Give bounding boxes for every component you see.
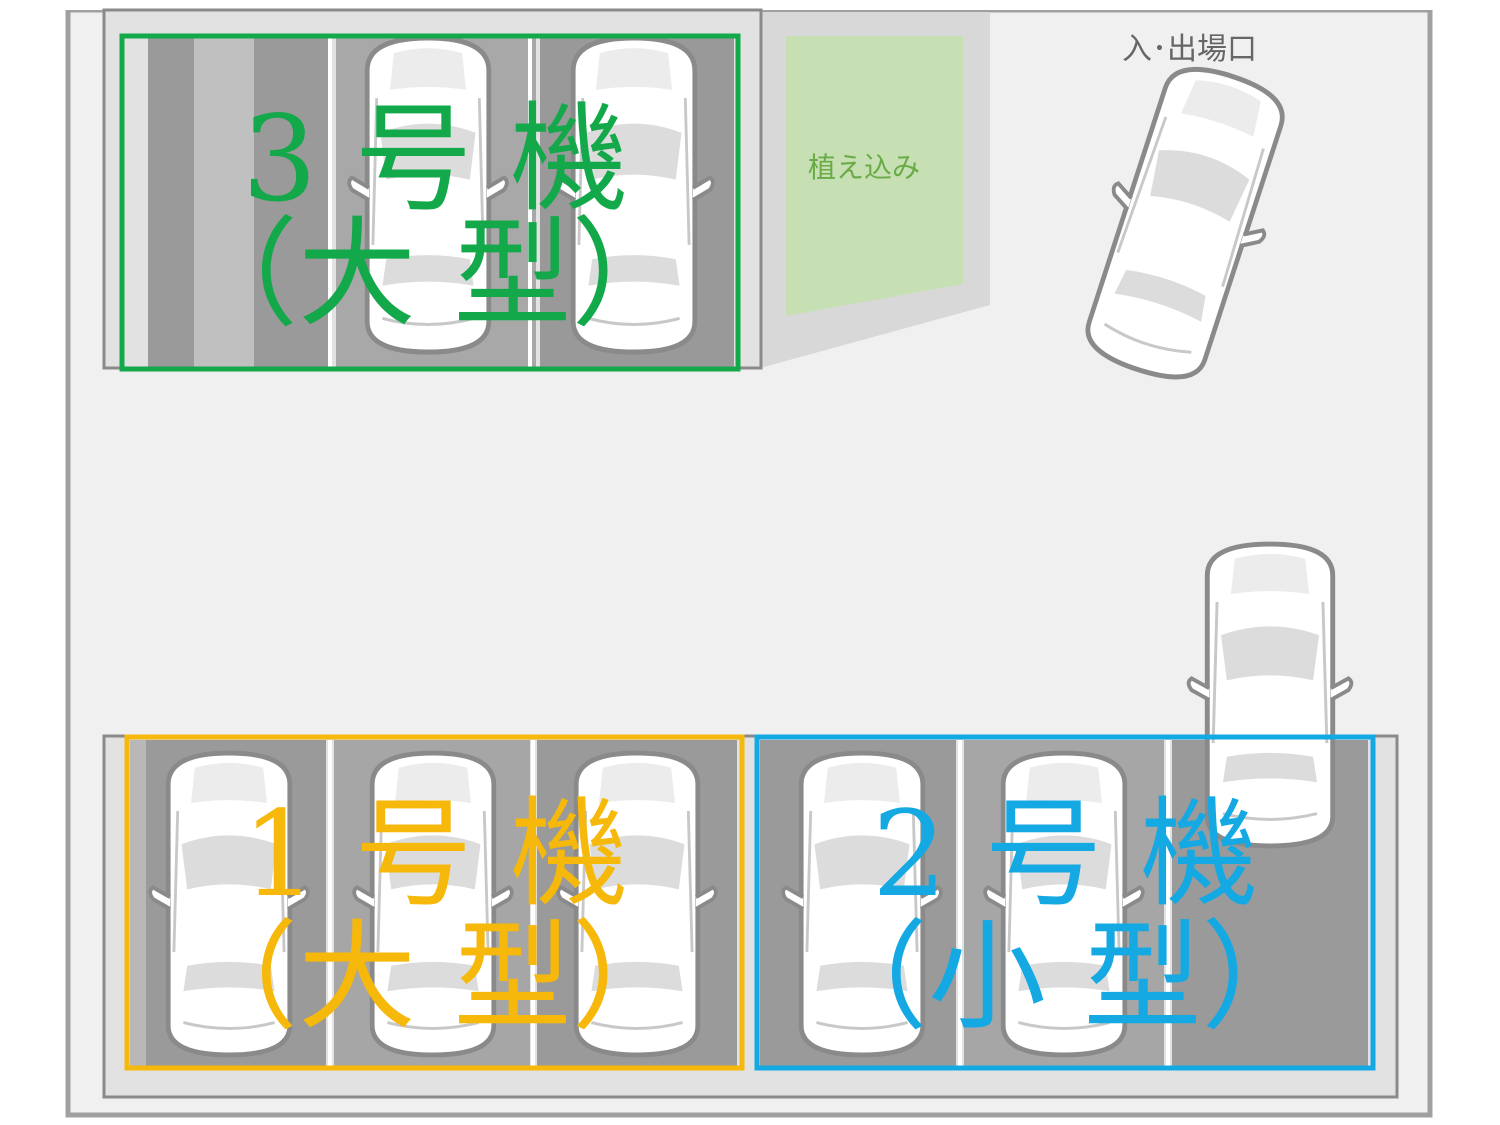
unit2-type: （小 型） xyxy=(810,908,1320,1046)
entrance-label: 入･出場口 xyxy=(1122,32,1257,67)
top-strip xyxy=(0,0,1500,10)
unit1-frame xyxy=(124,734,745,1071)
unit1-type: （大 型） xyxy=(180,908,690,1046)
planting-label: 植え込み xyxy=(808,151,921,184)
planting-area xyxy=(786,36,963,316)
unit3-frame xyxy=(119,33,741,372)
unit2-name: 2 号 機 xyxy=(871,785,1259,923)
unit1-name: 1 号 機 xyxy=(241,785,629,923)
unit2-frame xyxy=(754,734,1376,1071)
unit3-type: （大 型） xyxy=(180,205,690,343)
unit3-name: 3 号 機 xyxy=(241,90,629,228)
